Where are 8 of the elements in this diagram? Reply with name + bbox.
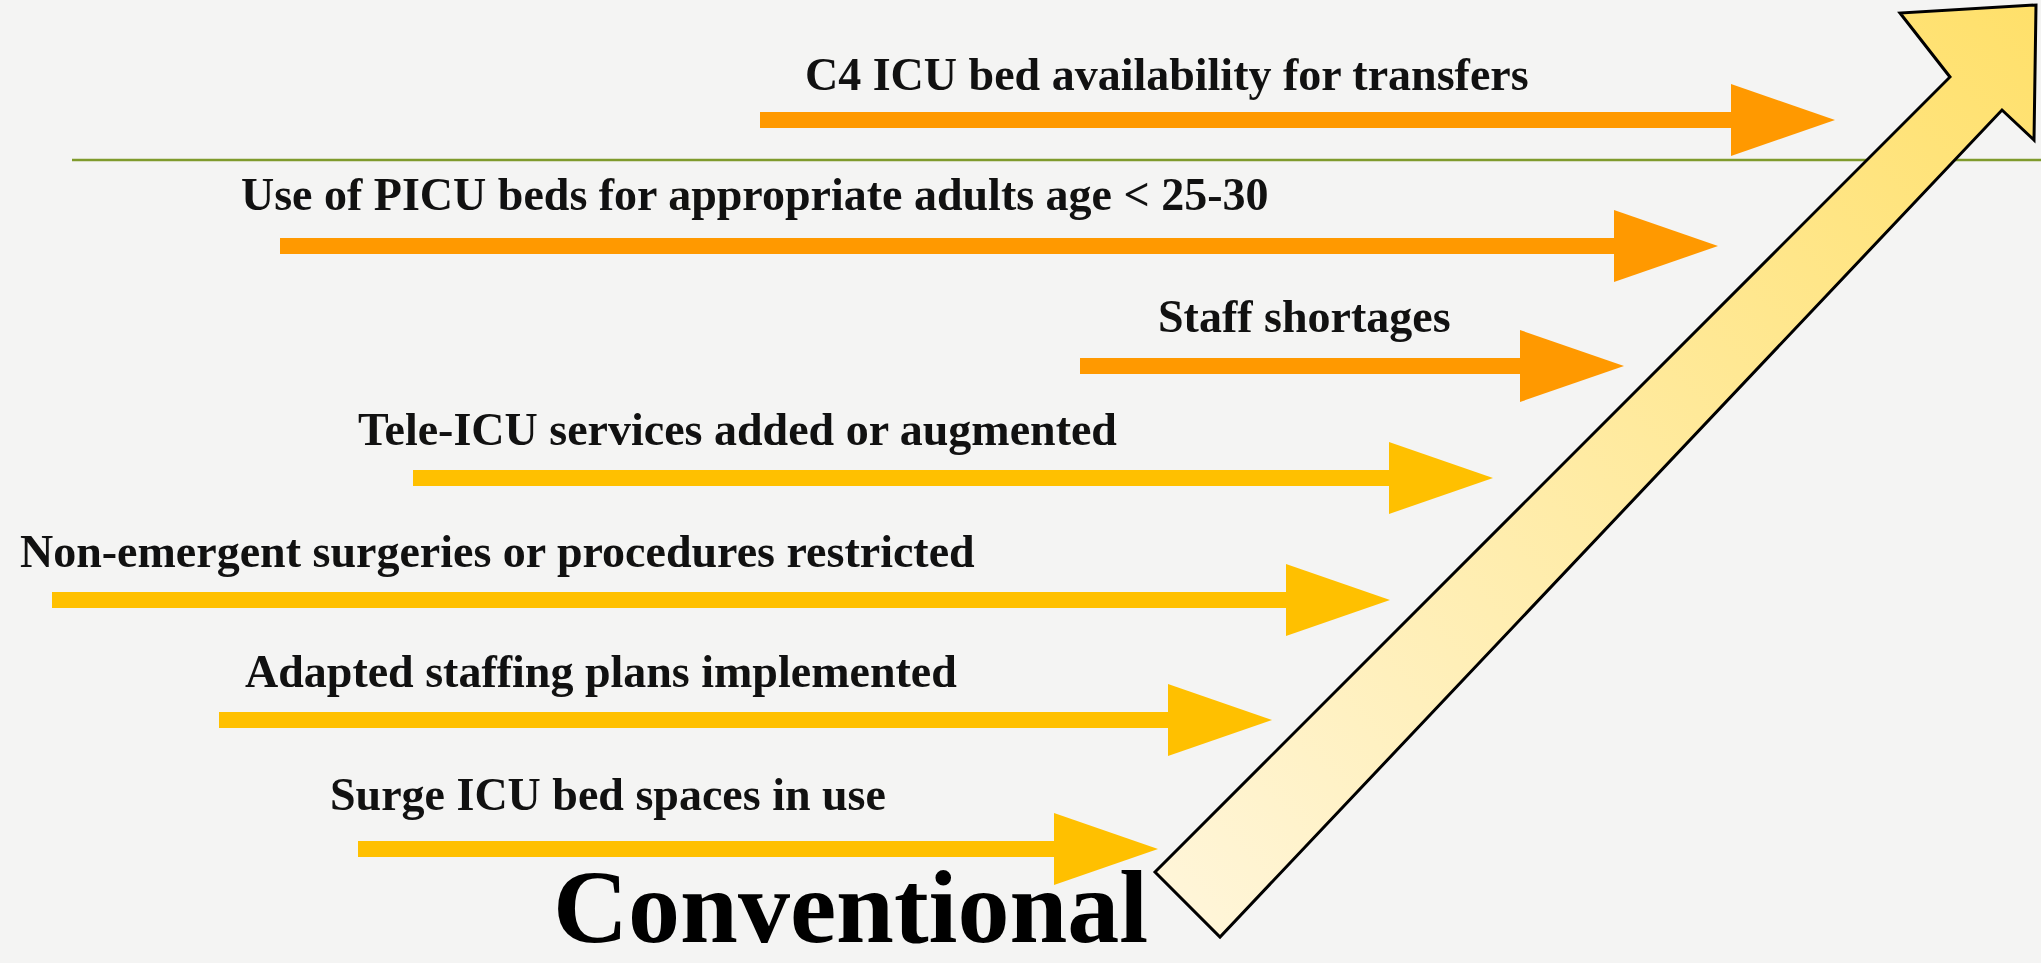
arrow-label: Adapted staffing plans implemented — [245, 647, 957, 698]
arrow-label: Tele-ICU services added or augmented — [358, 405, 1117, 456]
arrow-label: Surge ICU bed spaces in use — [330, 770, 886, 821]
arrow-label: Use of PICU beds for appropriate adults age < 25-30 — [241, 170, 1269, 221]
arrow-label: Staff shortages — [1158, 292, 1451, 343]
arrow-label: C4 ICU bed availability for transfers — [805, 50, 1529, 101]
arrow-label: Non-emergent surgeries or procedures restricted — [20, 527, 975, 578]
level-label: Conventional — [553, 855, 1149, 959]
